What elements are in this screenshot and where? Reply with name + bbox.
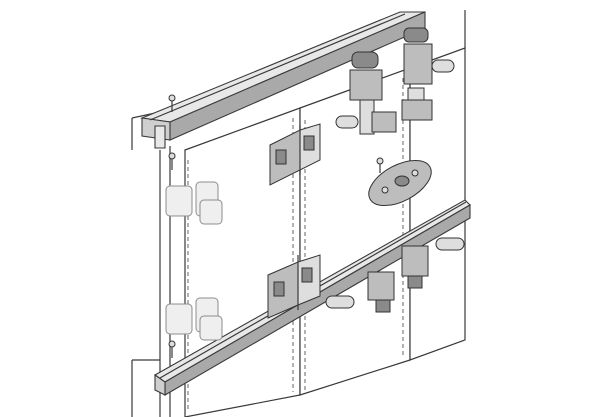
roller-carriage-top bbox=[349, 27, 433, 135]
end-stop-buffer-top bbox=[335, 59, 455, 129]
end-stop-buffer-bottom bbox=[325, 237, 465, 309]
center-pivot-plate bbox=[368, 159, 432, 207]
mounting-screw bbox=[168, 94, 384, 358]
folding-hinge-top bbox=[269, 123, 321, 186]
roller-carriage-bottom bbox=[367, 245, 429, 313]
door-panel-right bbox=[299, 47, 466, 396]
folding-hinge-bottom bbox=[267, 254, 321, 319]
top-rail bbox=[139, 11, 426, 149]
ghost-hinge-lower bbox=[165, 297, 223, 341]
ghost-hinge-upper bbox=[165, 181, 223, 225]
